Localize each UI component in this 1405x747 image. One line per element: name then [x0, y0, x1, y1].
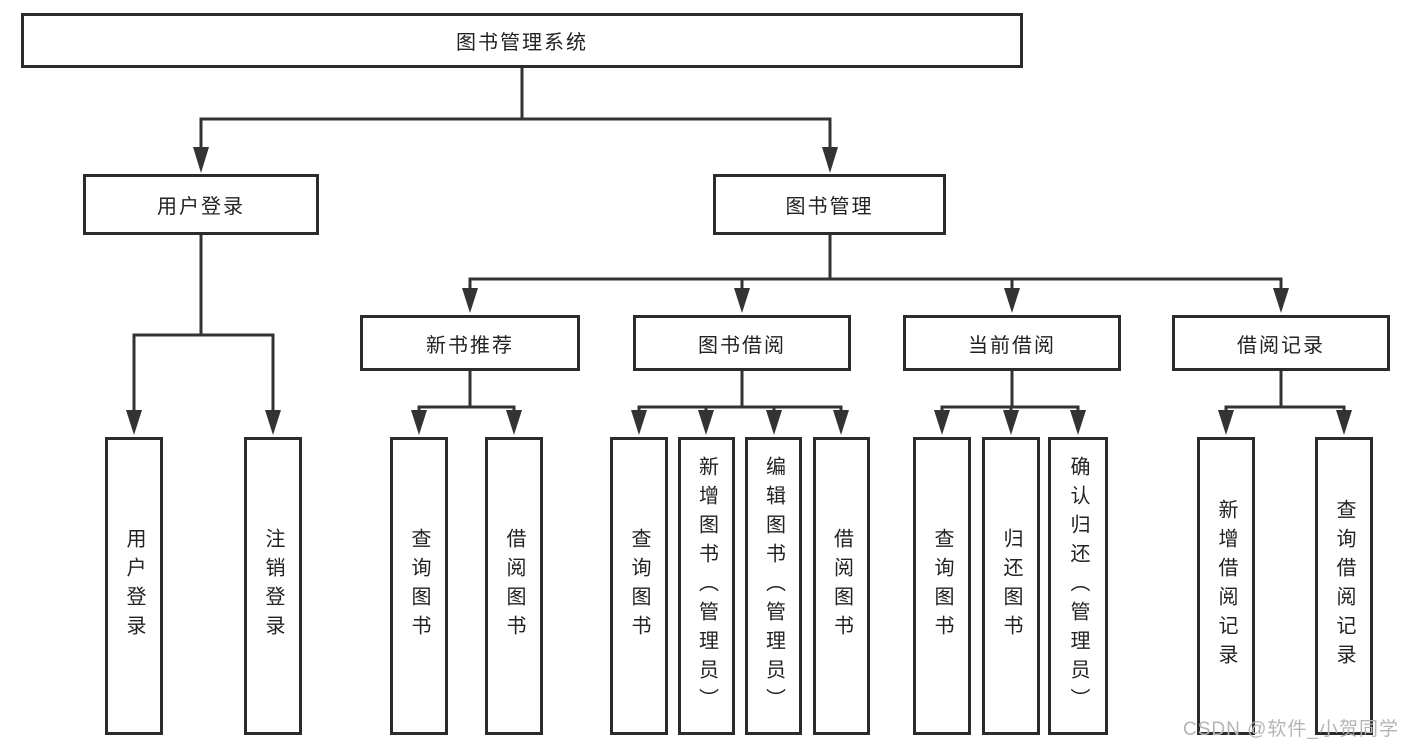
- leaf-borrow-books-label: 借阅图书: [830, 528, 853, 644]
- node-borrow-records: 借阅记录: [1172, 315, 1390, 371]
- leaf-user-login: 用户登录: [105, 437, 163, 735]
- node-book-management: 图书管理: [713, 174, 946, 235]
- connector-book-borrow-to-leaves: [631, 370, 849, 435]
- node-book-management-label: 图书管理: [785, 196, 874, 218]
- leaf-user-login-label: 用户登录: [123, 528, 145, 644]
- connector-book-management-to-level3: [462, 235, 1289, 313]
- leaf-borrow-books: 借阅图书: [813, 437, 870, 735]
- node-borrow-records-label: 借阅记录: [1237, 334, 1325, 357]
- csdn-watermark: CSDN @软件_小贺同学: [1183, 719, 1399, 740]
- leaf-query-books-current-label: 查询图书: [931, 528, 953, 644]
- node-book-borrow: 图书借阅: [633, 315, 851, 371]
- node-new-book-recommend: 新书推荐: [360, 315, 580, 371]
- node-current-borrow-label: 当前借阅: [968, 334, 1056, 357]
- leaf-add-book-admin: 新增图书（管理员）: [678, 437, 735, 735]
- leaf-query-books-borrow: 查询图书: [610, 437, 668, 735]
- leaf-logout: 注销登录: [244, 437, 302, 735]
- leaf-query-borrow-record: 查询借阅记录: [1315, 437, 1373, 735]
- leaf-return-book: 归还图书: [982, 437, 1040, 735]
- node-new-book-recommend-label: 新书推荐: [426, 334, 514, 357]
- leaf-add-borrow-record-label: 新增借阅记录: [1215, 499, 1237, 673]
- leaf-logout-label: 注销登录: [262, 528, 284, 644]
- leaf-confirm-return-admin-label: 确认归还（管理员）: [1067, 455, 1089, 717]
- node-current-borrow: 当前借阅: [903, 315, 1121, 371]
- node-book-borrow-label: 图书借阅: [698, 334, 786, 357]
- node-user-login-label: 用户登录: [157, 196, 245, 218]
- leaf-query-books-recommend: 查询图书: [390, 437, 448, 735]
- leaf-query-books-current: 查询图书: [913, 437, 971, 735]
- leaf-edit-book-admin-label: 编辑图书（管理员）: [762, 455, 785, 717]
- connector-user-login-to-leaves: [126, 235, 281, 435]
- connector-new-book-recommend-to-leaves: [411, 370, 522, 435]
- leaf-borrow-books-recommend: 借阅图书: [485, 437, 543, 735]
- leaf-return-book-label: 归还图书: [1000, 528, 1022, 644]
- leaf-query-borrow-record-label: 查询借阅记录: [1333, 499, 1355, 673]
- leaf-edit-book-admin: 编辑图书（管理员）: [745, 437, 802, 735]
- connector-root-to-level2: [193, 68, 838, 173]
- leaf-add-borrow-record: 新增借阅记录: [1197, 437, 1255, 735]
- leaf-query-books-borrow-label: 查询图书: [628, 528, 650, 644]
- connector-current-borrow-to-leaves: [934, 370, 1086, 435]
- connector-borrow-records-to-leaves: [1218, 370, 1352, 435]
- leaf-confirm-return-admin: 确认归还（管理员）: [1048, 437, 1108, 735]
- leaf-borrow-books-recommend-label: 借阅图书: [503, 528, 525, 644]
- leaf-query-books-recommend-label: 查询图书: [408, 528, 430, 644]
- node-root-label: 图书管理系统: [456, 32, 588, 54]
- node-user-login: 用户登录: [83, 174, 319, 235]
- node-root: 图书管理系统: [21, 13, 1023, 68]
- leaf-add-book-admin-label: 新增图书（管理员）: [695, 455, 718, 717]
